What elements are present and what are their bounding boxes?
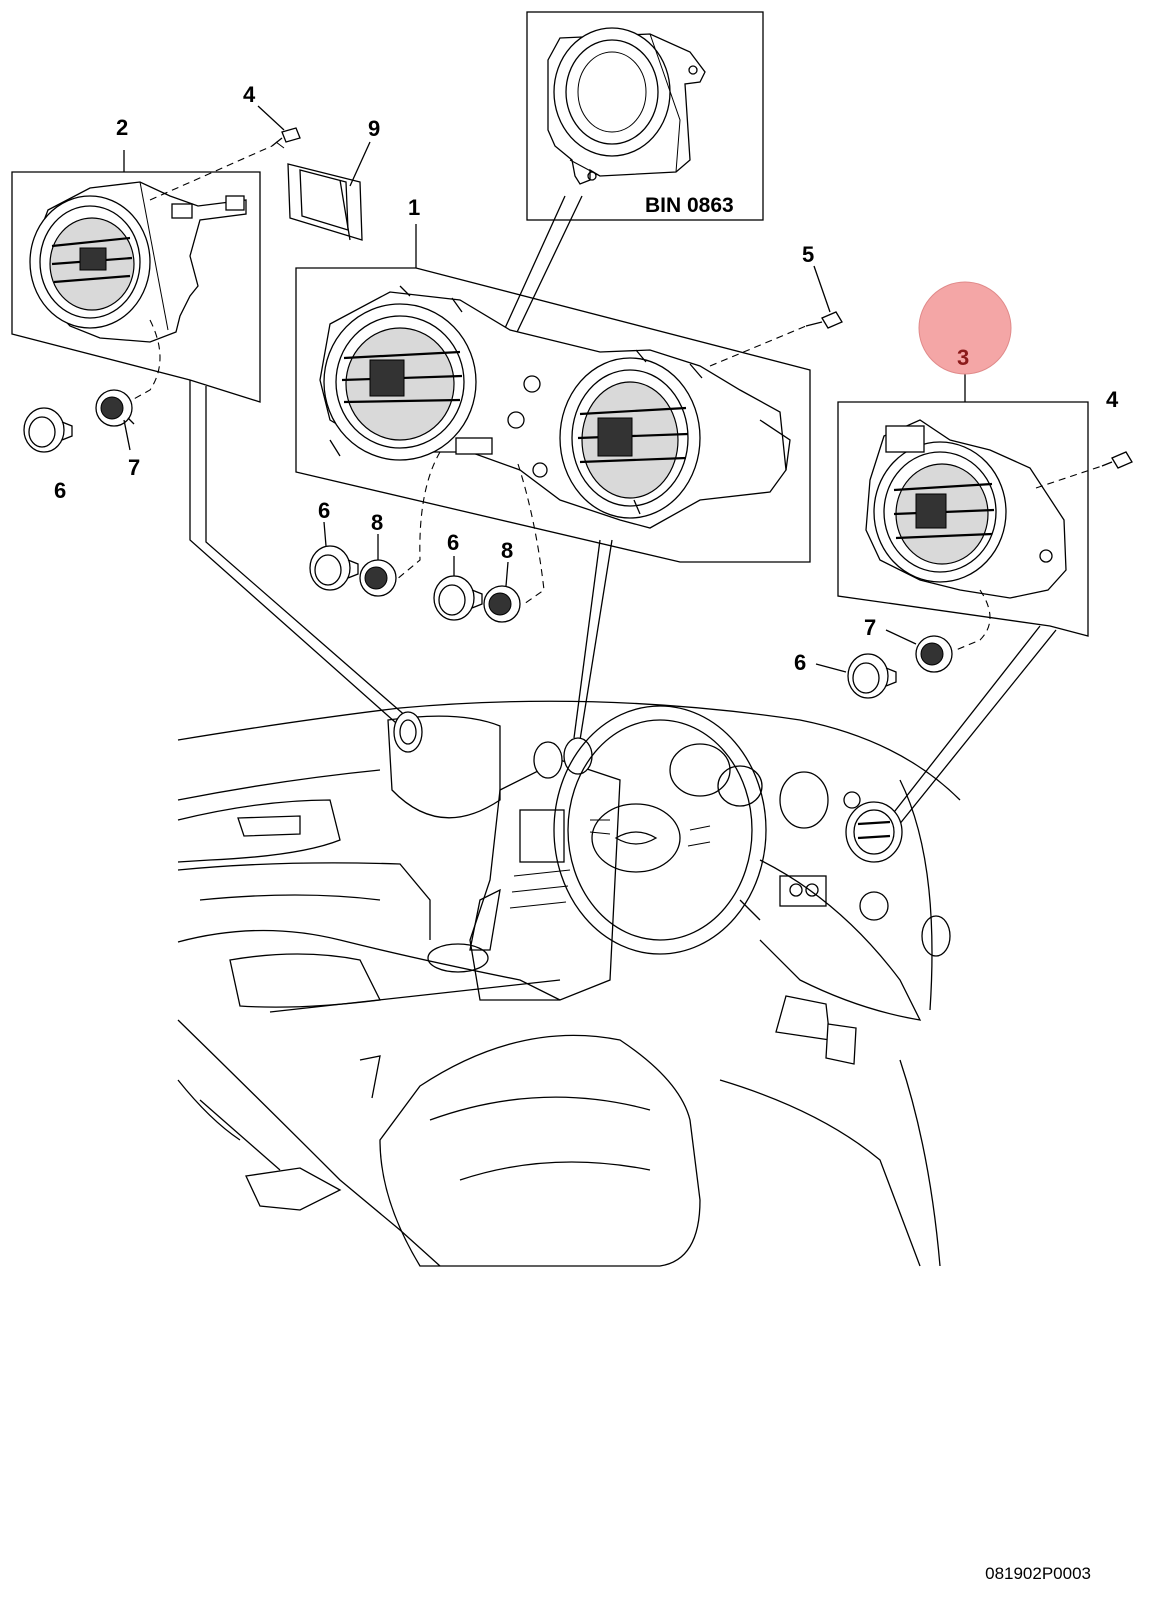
part-8-clip-center-b	[483, 585, 521, 623]
part-2-left-vent-box	[11, 150, 261, 403]
callouts: 4 2 9 1 5 3 4 7 6 6 8 6 8 7 6	[54, 82, 1119, 675]
part-4-screw-left	[271, 127, 301, 149]
callout-1: 1	[408, 195, 420, 220]
part-5-screw	[805, 311, 843, 329]
callout-7-right: 7	[864, 615, 876, 640]
part-3-right-vent-box	[837, 372, 1089, 637]
part-7-clip-left	[95, 389, 135, 427]
callout-6-center-b: 6	[447, 530, 459, 555]
callout-8-center-b: 8	[501, 538, 513, 563]
callout-7-left: 7	[128, 455, 140, 480]
callout-6-right: 6	[794, 650, 806, 675]
callout-3-highlight	[918, 281, 1012, 375]
right-vent-outlet-drawing	[865, 419, 1067, 599]
callout-6-center-a: 6	[318, 498, 330, 523]
drawing-number: 081902P0003	[985, 1564, 1091, 1583]
callout-5: 5	[802, 242, 814, 267]
center-twin-vent-drawing	[319, 285, 791, 529]
detail-box-bin-0863: BIN 0863	[526, 11, 764, 221]
part-6-cap-left	[23, 407, 73, 453]
car-interior-drawing	[177, 700, 961, 1267]
part-4-screw-right	[1101, 451, 1133, 469]
callout-6-left: 6	[54, 478, 66, 503]
part-9-block	[287, 163, 363, 241]
part-6-cap-center-b	[433, 575, 483, 621]
callout-3: 3	[957, 345, 969, 370]
left-vent-outlet-drawing	[29, 181, 247, 343]
seat-drawing	[379, 1034, 701, 1267]
bin-reference-label: BIN 0863	[645, 194, 734, 217]
callout-4-left: 4	[243, 82, 256, 107]
callout-2: 2	[116, 115, 128, 140]
part-6-cap-right	[847, 653, 897, 699]
callout-4-right: 4	[1106, 387, 1119, 412]
vent-housing-detail-drawing	[547, 27, 706, 185]
part-6-cap-center-a	[309, 545, 359, 591]
part-8-clip-center-a	[359, 559, 397, 597]
callout-9: 9	[368, 116, 380, 141]
part-7-clip-right	[915, 635, 953, 673]
callout-8-center-a: 8	[371, 510, 383, 535]
part-1-center-vent-box	[295, 224, 811, 563]
pedals-drawing	[775, 995, 857, 1065]
